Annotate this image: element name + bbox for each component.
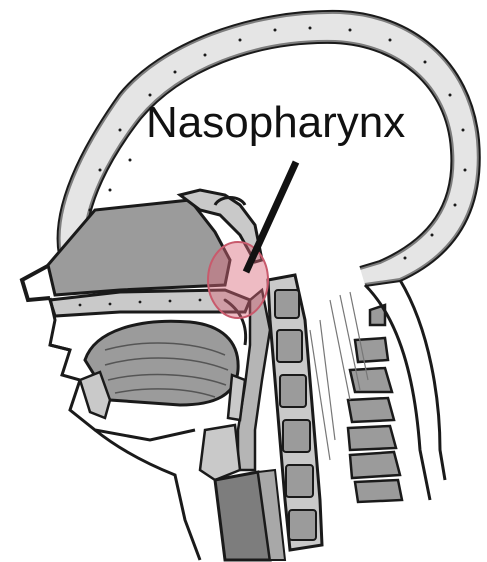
chin-neck-front [95, 430, 200, 560]
process-5 [348, 426, 396, 450]
label-pointer-line [246, 162, 296, 272]
vertebra-c3 [280, 375, 306, 407]
nasopharynx-label: Nasopharynx [146, 98, 405, 147]
vertebra-c6 [289, 510, 316, 540]
process-4 [348, 398, 394, 422]
vertebra-c4 [283, 420, 310, 452]
vertebra-c5 [286, 465, 313, 497]
spinous-processes [348, 305, 402, 502]
vertebra-c2 [277, 330, 302, 362]
larynx [200, 425, 240, 480]
process-7 [355, 480, 402, 502]
vertebra-c1 [275, 290, 299, 318]
process-6 [350, 452, 400, 478]
nasopharynx-highlight [208, 242, 268, 318]
